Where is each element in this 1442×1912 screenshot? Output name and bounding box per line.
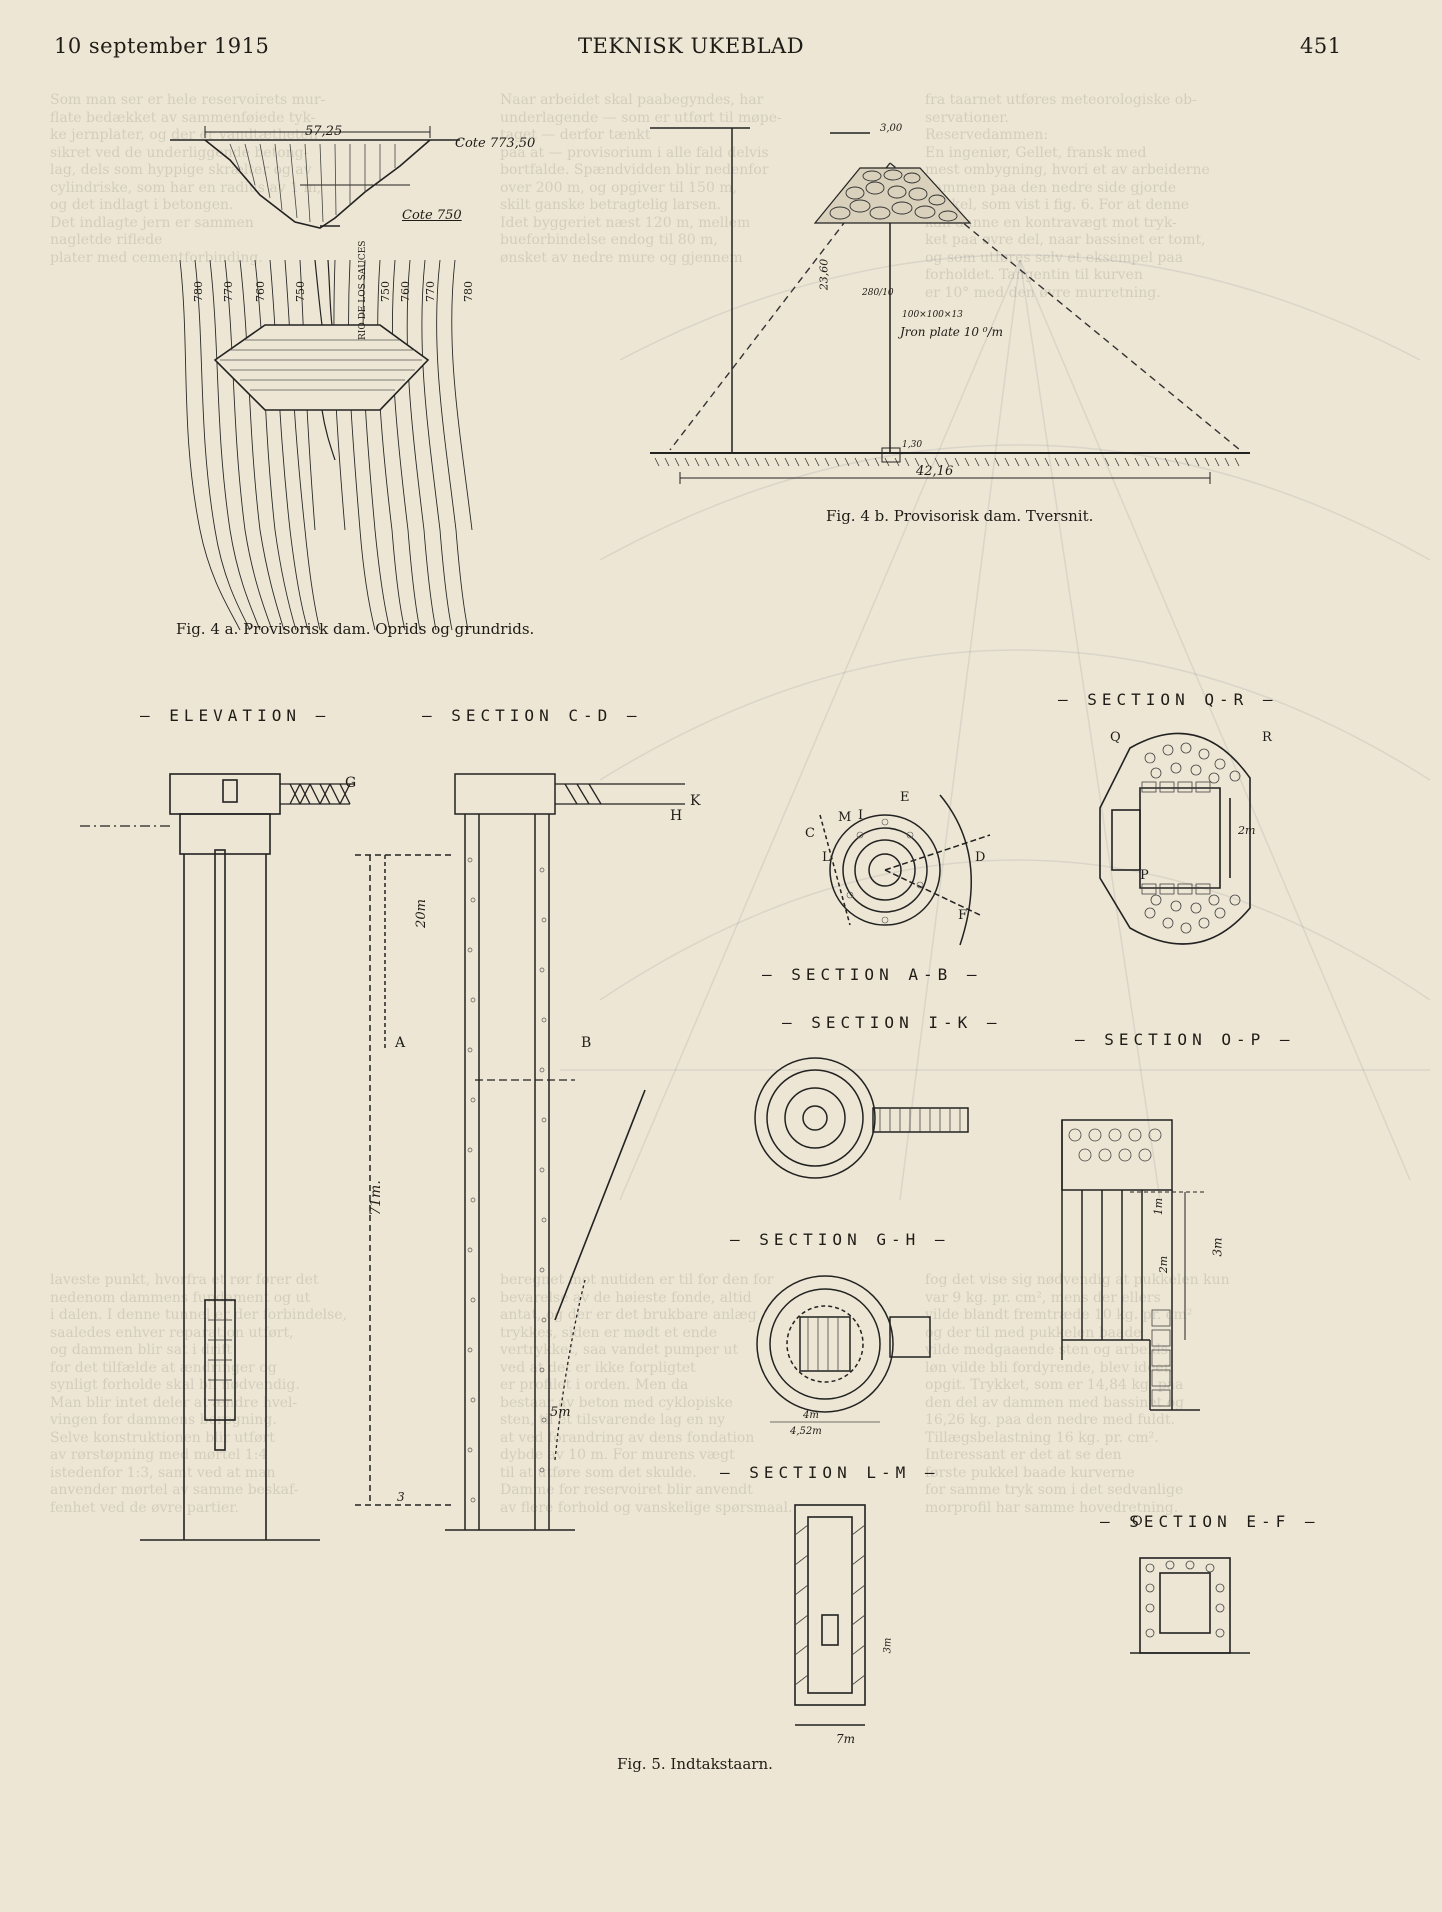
marker-p: P <box>1140 868 1149 883</box>
dim-qr-2m: 2m <box>1238 824 1256 837</box>
bleed-text-col1: Som man ser er hele reservoirets mur-fla… <box>50 92 326 266</box>
fig4a-dim-width: 57,25 <box>305 124 343 139</box>
fig4b-dim-angle: 100×100×13 <box>902 310 963 320</box>
page-date: 10 september 1915 <box>54 34 270 58</box>
section-cd-drawing <box>355 773 685 1531</box>
dim-gh-4m: 4m <box>803 1410 819 1421</box>
section-ef-drawing <box>1130 1557 1250 1654</box>
fig4b-dim-top: 3,00 <box>880 123 903 134</box>
dim-3: 3 <box>397 1490 405 1504</box>
label-section-op: — SECTION O-P — <box>1075 1030 1295 1049</box>
fig4a-contour-3: 760 <box>254 281 267 302</box>
fig4b-dim-beam: 280/10 <box>862 288 894 298</box>
marker-h: H <box>670 808 683 824</box>
fig4b-drawing <box>650 127 1250 484</box>
marker-q: Q <box>1110 730 1121 745</box>
elevation-drawing <box>80 773 355 1541</box>
dim-gh-452: 4,52m <box>790 1426 822 1437</box>
journal-title: TEKNISK UKEBLAD <box>578 34 805 58</box>
marker-d: D <box>975 850 986 865</box>
section-ik-drawing <box>754 1057 969 1179</box>
fig4b-plate-label: Jron plate 10 ⁰/m <box>900 325 1004 339</box>
bleed-text-col4b: fog det vise sig nødvendig at pukkelen k… <box>925 1272 1230 1516</box>
section-gh-drawing <box>756 1275 931 1423</box>
page-number: 451 <box>1300 34 1342 58</box>
section-op-drawing <box>1061 1119 1205 1411</box>
marker-k: K <box>690 793 701 809</box>
label-elevation: — ELEVATION — <box>140 706 331 725</box>
fig4a-cote-bottom: Cote 750 <box>402 208 462 223</box>
dim-20m: 20m <box>413 899 429 928</box>
marker-i: I <box>858 808 864 823</box>
marker-e: E <box>900 790 910 805</box>
label-section-ef: — SECTION E-F — <box>1100 1512 1320 1531</box>
marker-b: B <box>581 1035 592 1051</box>
fig4a-caption: Fig. 4 a. Provisorisk dam. Oprids og gru… <box>176 620 535 638</box>
fig5-caption: Fig. 5. Indtakstaarn. <box>617 1755 773 1773</box>
marker-f: F <box>958 908 968 923</box>
bleed-text-col4: fra taarnet utføres meteorologiske ob-se… <box>925 92 1210 301</box>
dim-71m: 71m. <box>367 1180 384 1216</box>
fig4a-contour-2: 770 <box>222 281 235 302</box>
section-qr-drawing <box>1099 732 1251 945</box>
label-section-ab: — SECTION A-B — <box>762 965 982 984</box>
fig4a-contour-5: 750 <box>379 281 392 302</box>
label-section-lm: — SECTION L-M — <box>720 1463 940 1482</box>
marker-r: R <box>1262 730 1272 745</box>
fig4b-dim-total: 42,16 <box>916 464 954 479</box>
fig4a-contour-8: 780 <box>462 281 475 302</box>
fig4a-contour-1: 780 <box>192 281 205 302</box>
label-section-gh: — SECTION G-H — <box>730 1230 950 1249</box>
fig4a-contour-7: 770 <box>424 281 437 302</box>
dim-op-1m: 1m <box>1152 1197 1166 1216</box>
fig4a-contour-4: 750 <box>294 281 307 302</box>
fig4a-river-label: RIO DE LOS SAUCES <box>358 240 368 340</box>
section-lm-drawing <box>794 1504 866 1726</box>
fig4a-cote-top: Cote 773,50 <box>455 136 536 151</box>
dim-lm-3m: 3m <box>882 1637 894 1654</box>
marker-g: G <box>345 775 357 791</box>
fig4b-dim-base: 1,30 <box>902 440 923 450</box>
dim-lm-7m: 7m <box>836 1732 856 1746</box>
dim-op-2m: 2m <box>1157 1255 1171 1274</box>
fig4a-contour-6: 760 <box>399 281 412 302</box>
label-section-cd: — SECTION C-D — <box>422 706 642 725</box>
label-section-qr: — SECTION Q-R — <box>1058 690 1278 709</box>
section-ab-drawing <box>819 794 991 946</box>
marker-a: A <box>395 1035 406 1051</box>
marker-l: L <box>822 850 831 865</box>
marker-o: O <box>1132 1514 1143 1529</box>
dim-5m: 5m <box>550 1405 571 1420</box>
fig4b-dim-height: 23,60 <box>817 258 831 291</box>
fig4a-drawing <box>170 126 473 631</box>
marker-m: M <box>838 810 852 825</box>
marker-c: C <box>805 826 815 841</box>
label-section-ik: — SECTION I-K — <box>782 1013 1002 1032</box>
dim-op-3m: 3m <box>1210 1237 1225 1257</box>
fig4b-caption: Fig. 4 b. Provisorisk dam. Tversnit. <box>826 507 1094 525</box>
